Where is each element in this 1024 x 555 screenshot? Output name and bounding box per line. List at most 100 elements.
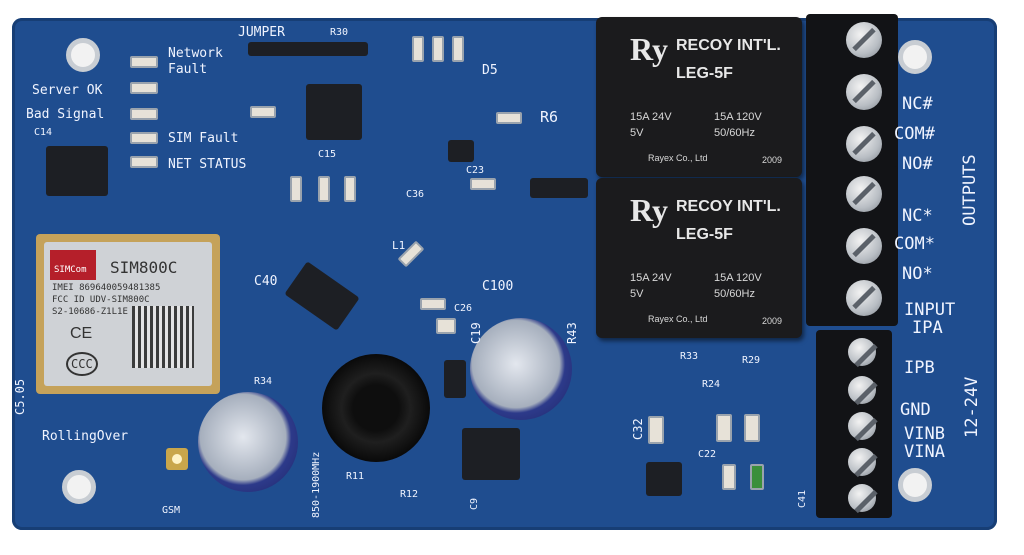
- label-sim-fault: SIM Fault: [168, 131, 239, 146]
- led-bad-signal: [130, 108, 158, 120]
- smd-component: [750, 464, 764, 490]
- diode: [530, 178, 588, 198]
- ic-chip: [46, 146, 108, 196]
- smd-component: [436, 318, 456, 334]
- relay-2: Ry RECOY INT'L. LEG-5F 15A 24V 5V 15A 12…: [596, 178, 802, 338]
- smd-component: [470, 178, 496, 190]
- mounting-hole: [66, 38, 100, 72]
- smd-component: [290, 176, 302, 202]
- label-vina: VINA: [904, 442, 945, 462]
- ic-chip: [448, 140, 474, 162]
- relay-brand: RECOY INT'L.: [676, 37, 781, 54]
- terminal-screw: [846, 176, 882, 212]
- smd-component: [716, 414, 732, 442]
- label-r34: R34: [254, 376, 273, 387]
- label-rolling-over: RollingOver: [42, 429, 129, 444]
- label-ipa: IPA: [912, 318, 943, 338]
- smd-component: [318, 176, 330, 202]
- label-r6: R6: [540, 108, 559, 126]
- terminal-screw: [848, 484, 876, 512]
- label-com2: COM*: [894, 234, 935, 254]
- smd-component: [420, 298, 446, 310]
- smd-component: [744, 414, 760, 442]
- terminal-screw: [848, 412, 876, 440]
- module-model: SIM800C: [110, 258, 178, 277]
- antenna-connector: [166, 448, 188, 470]
- led-net-status: [130, 156, 158, 168]
- label-no2: NO*: [902, 264, 933, 284]
- label-net-status: NET STATUS: [168, 157, 247, 172]
- terminal-screw: [846, 22, 882, 58]
- label-c36: C36: [406, 189, 425, 200]
- module-imei: IMEI 869640059481385: [52, 283, 161, 293]
- label-gnd: GND: [900, 400, 931, 420]
- relay-rating: 15A 24V: [630, 111, 672, 123]
- label-c22: C22: [698, 449, 717, 460]
- label-no1: NO#: [902, 154, 933, 174]
- label-r12: R12: [400, 489, 419, 500]
- label-jumper: JUMPER: [238, 25, 285, 40]
- terminal-screw: [846, 74, 882, 110]
- label-c19: C19: [469, 322, 483, 344]
- label-c15: C15: [318, 149, 337, 160]
- smd-component: [432, 36, 444, 62]
- mounting-hole: [898, 40, 932, 74]
- label-r33: R33: [680, 351, 699, 362]
- relay-frequency: 50/60Hz: [714, 127, 755, 139]
- label-bad-signal: Bad Signal: [26, 107, 105, 122]
- label-server-ok: Server OK: [32, 83, 103, 98]
- smd-component: [496, 112, 522, 124]
- relay-year: 2009: [762, 155, 783, 165]
- relay-year: 2009: [762, 316, 783, 326]
- label-gsm: GSM: [162, 505, 181, 516]
- led-network-fault: [130, 56, 158, 68]
- module-ccc-mark: CCC: [66, 352, 98, 376]
- relay-maker: Rayex Co., Ltd: [648, 314, 708, 324]
- smd-component: [412, 36, 424, 62]
- relay-rating: 15A 120V: [714, 111, 762, 123]
- label-c32: C32: [631, 418, 645, 440]
- smd-component: [722, 464, 736, 490]
- label-vinb: VINB: [904, 424, 945, 444]
- label-c41: C41: [797, 489, 808, 508]
- relay-model: LEG-5F: [676, 226, 733, 243]
- label-r29: R29: [742, 355, 761, 366]
- label-r11: R11: [346, 471, 365, 482]
- terminal-screw: [848, 376, 876, 404]
- module-code: S2-10686-Z1L1E: [52, 307, 128, 317]
- electrolytic-capacitor: [198, 392, 298, 492]
- relay-1: Ry RECOY INT'L. LEG-5F 15A 24V 5V 15A 12…: [596, 17, 802, 177]
- label-nc2: NC*: [902, 206, 933, 226]
- smd-component: [344, 176, 356, 202]
- diode: [444, 360, 466, 398]
- transistor: [646, 462, 682, 496]
- power-inductor: [322, 354, 430, 462]
- electrolytic-capacitor: [470, 318, 572, 420]
- relay-frequency: 50/60Hz: [714, 288, 755, 300]
- label-network-fault-1: Network: [168, 46, 223, 61]
- smd-component: [250, 106, 276, 118]
- module-brand: SIMCom: [54, 265, 87, 275]
- label-l1: L1: [392, 239, 406, 252]
- label-r43: R43: [565, 322, 579, 344]
- terminal-screw: [848, 448, 876, 476]
- led-sim-fault: [130, 132, 158, 144]
- label-r24: R24: [702, 379, 721, 390]
- label-ipb: IPB: [904, 358, 935, 378]
- relay-coil: 5V: [630, 288, 644, 300]
- mounting-hole: [898, 468, 932, 502]
- label-c9: C9: [469, 497, 480, 510]
- relay-rating: 15A 24V: [630, 272, 672, 284]
- relay-model: LEG-5F: [676, 65, 733, 82]
- label-d5: D5: [482, 63, 498, 78]
- terminal-screw: [846, 280, 882, 316]
- label-r30: R30: [330, 27, 349, 38]
- terminal-screw: [846, 126, 882, 162]
- terminal-screw: [848, 338, 876, 366]
- label-c40: C40: [254, 274, 278, 289]
- jumper-header: [248, 42, 368, 56]
- label-c26: C26: [454, 303, 473, 314]
- relay-rating: 15A 120V: [714, 272, 762, 284]
- relay-maker: Rayex Co., Ltd: [648, 153, 708, 163]
- label-freq: 850-1900MHz: [311, 451, 322, 518]
